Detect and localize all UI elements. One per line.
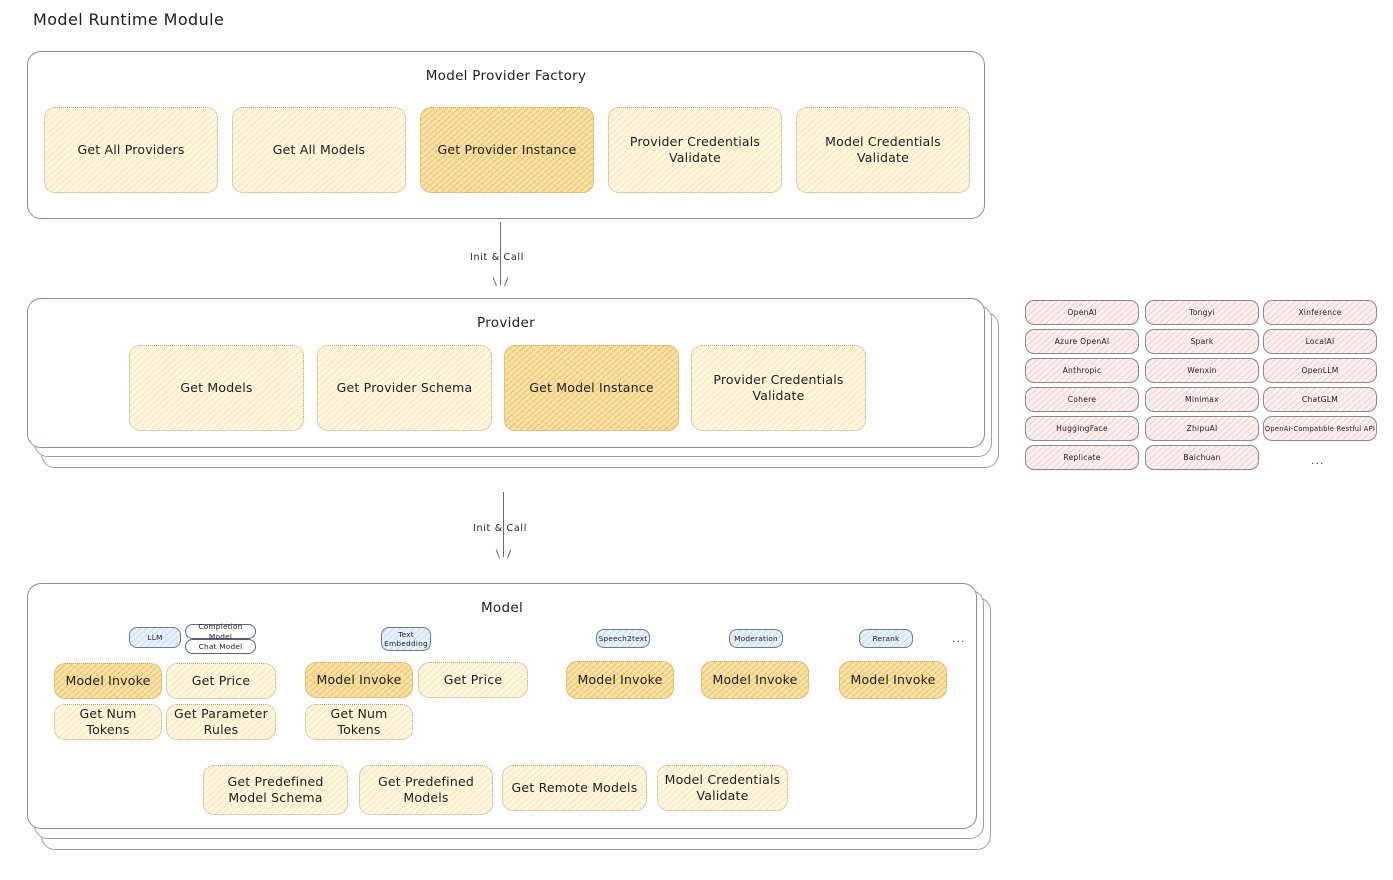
provider-pill-anthropic[interactable]: Anthropic [1025, 358, 1139, 383]
provider-pill-openllm[interactable]: OpenLLM [1263, 358, 1377, 383]
arrow-factory-to-provider-line [500, 222, 501, 285]
provider-pill-replicate[interactable]: Replicate [1025, 445, 1139, 470]
model-text-embedding-node-model-invoke[interactable]: Model Invoke [305, 662, 413, 698]
model-common-node-model-credentials-validate[interactable]: Model Credentials Validate [657, 765, 788, 811]
model-text-embedding-node-get-price[interactable]: Get Price [418, 662, 528, 698]
provider-pill-chatglm[interactable]: ChatGLM [1263, 387, 1377, 412]
provider-pill-openai-compatible-restful-api[interactable]: OpenAI-Compatible Restful API [1263, 416, 1377, 441]
model-type-badge-rerank[interactable]: Rerank [859, 629, 913, 648]
provider-pill-xinference[interactable]: Xinference [1263, 300, 1377, 325]
model-common-node-get-remote-models[interactable]: Get Remote Models [502, 765, 647, 811]
provider-pill-baichuan[interactable]: Baichuan [1145, 445, 1259, 470]
provider-pill-huggingface[interactable]: HuggingFace [1025, 416, 1139, 441]
factory-node-get-all-providers[interactable]: Get All Providers [44, 107, 218, 193]
arrow-factory-to-provider-head [495, 277, 506, 286]
provider-list-more-ellipsis: ... [1311, 454, 1325, 467]
arrow-factory-to-provider-label: Init & Call [470, 252, 525, 263]
provider-title: Provider [477, 315, 535, 331]
provider-pill-minimax[interactable]: Minimax [1145, 387, 1259, 412]
model-type-badge-llm[interactable]: LLM [129, 627, 181, 648]
factory-node-get-provider-instance[interactable]: Get Provider Instance [420, 107, 594, 193]
model-type-badge-text-embedding[interactable]: Text Embedding [381, 627, 431, 651]
model-common-node-get-predefined-model-schema[interactable]: Get Predefined Model Schema [203, 765, 348, 815]
provider-pill-azure-openai[interactable]: Azure OpenAI [1025, 329, 1139, 354]
model-moderation-node-model-invoke[interactable]: Model Invoke [701, 661, 809, 699]
provider-node-get-models[interactable]: Get Models [129, 345, 304, 431]
provider-pill-spark[interactable]: Spark [1145, 329, 1259, 354]
model-subtype-badge-chat-model[interactable]: Chat Model [185, 639, 256, 654]
factory-node-get-all-models[interactable]: Get All Models [232, 107, 406, 193]
model-llm-node-get-price[interactable]: Get Price [166, 663, 276, 699]
model-text-embedding-node-get-num-tokens[interactable]: Get Num Tokens [305, 704, 413, 740]
provider-pill-tongyi[interactable]: Tongyi [1145, 300, 1259, 325]
arrow-provider-to-model-head [498, 549, 509, 558]
provider-node-get-provider-schema[interactable]: Get Provider Schema [317, 345, 492, 431]
factory-node-model-credentials-validate[interactable]: Model Credentials Validate [796, 107, 970, 193]
page-title: Model Runtime Module [33, 10, 225, 29]
provider-pill-openai[interactable]: OpenAI [1025, 300, 1139, 325]
provider-node-provider-credentials-validate[interactable]: Provider Credentials Validate [691, 345, 866, 431]
model-title: Model [480, 600, 524, 616]
provider-pill-localai[interactable]: LocalAI [1263, 329, 1377, 354]
model-provider-factory-title: Model Provider Factory [425, 68, 587, 84]
model-type-badge-speech2text[interactable]: Speech2text [596, 629, 650, 648]
arrow-provider-to-model-label: Init & Call [473, 523, 528, 534]
model-common-node-get-predefined-models[interactable]: Get Predefined Models [359, 765, 493, 815]
factory-node-provider-credentials-validate[interactable]: Provider Credentials Validate [608, 107, 782, 193]
arrow-provider-to-model-line [503, 492, 504, 557]
model-types-more-ellipsis: ... [952, 632, 966, 645]
model-llm-node-get-num-tokens[interactable]: Get Num Tokens [54, 704, 162, 740]
provider-pill-wenxin[interactable]: Wenxin [1145, 358, 1259, 383]
model-llm-node-model-invoke[interactable]: Model Invoke [54, 663, 162, 699]
provider-node-get-model-instance[interactable]: Get Model Instance [504, 345, 679, 431]
model-type-badge-moderation[interactable]: Moderation [729, 629, 783, 648]
provider-pill-cohere[interactable]: Cohere [1025, 387, 1139, 412]
model-rerank-node-model-invoke[interactable]: Model Invoke [839, 661, 947, 699]
model-llm-node-get-parameter-rules[interactable]: Get Parameter Rules [166, 704, 276, 740]
provider-pill-zhipuai[interactable]: ZhipuAI [1145, 416, 1259, 441]
model-subtype-badge-completion-model[interactable]: Completion Model [185, 622, 256, 641]
model-speech2text-node-model-invoke[interactable]: Model Invoke [566, 661, 674, 699]
